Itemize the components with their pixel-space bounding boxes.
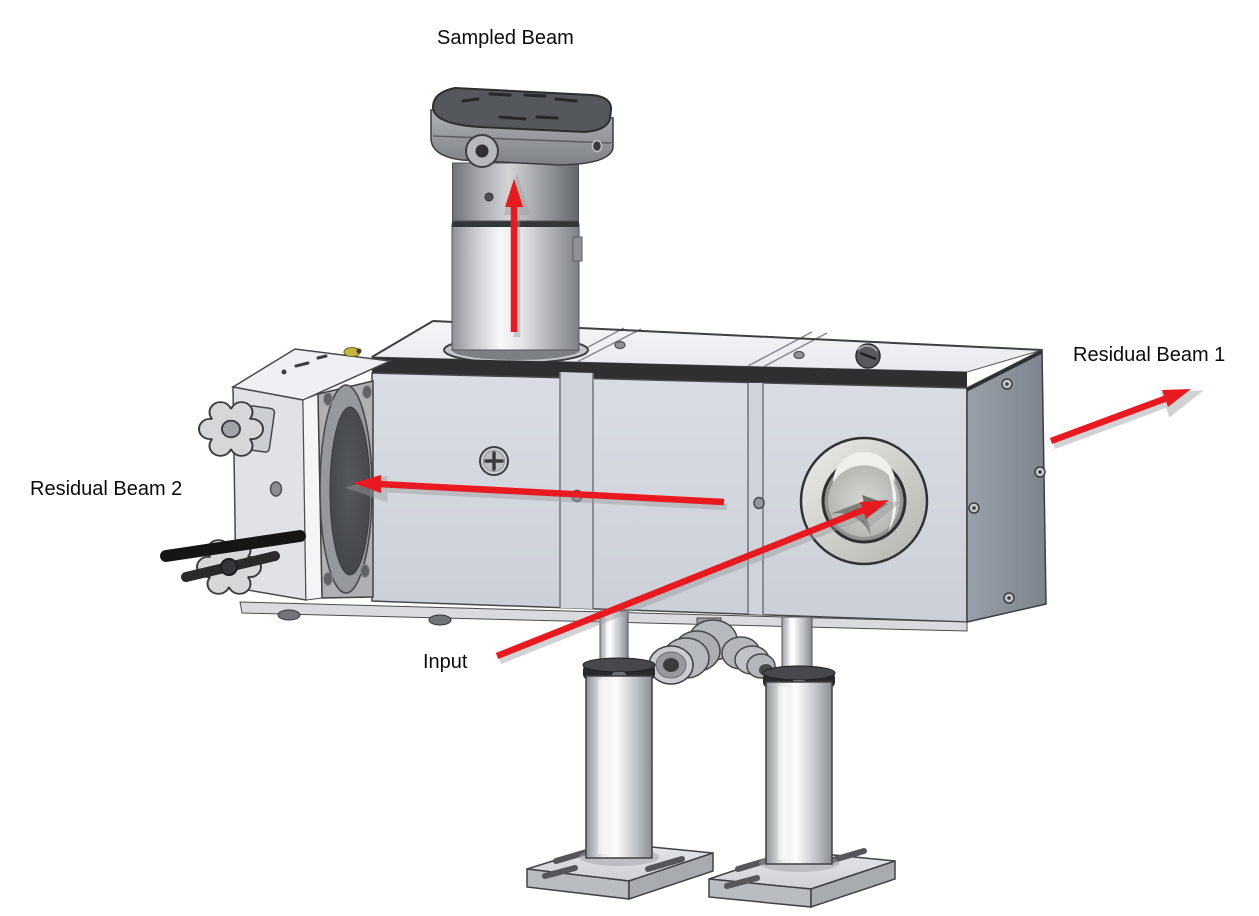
head-top-slots <box>461 92 578 121</box>
lever-handle <box>160 530 306 562</box>
residual-beam-1-label: Residual Beam 1 <box>1073 344 1226 366</box>
right-face-screws <box>968 378 1046 604</box>
residual-beam-2-arrow <box>353 475 725 506</box>
adjustment-knob-lower <box>160 530 306 595</box>
adjustment-knob-upper <box>198 401 276 457</box>
detector-head-assembly <box>430 86 614 351</box>
pneumatic-fitting <box>648 617 776 685</box>
exit-port-bore <box>329 406 371 576</box>
housing-top-hardware <box>614 340 881 369</box>
mounting-post-left <box>579 610 659 866</box>
head-boss <box>465 134 499 168</box>
post-holder <box>765 681 833 865</box>
lip-foot <box>277 609 301 621</box>
left-module-top-marks <box>294 354 328 368</box>
residual-beam-1-arrow <box>1049 389 1191 445</box>
input-aperture <box>799 436 929 566</box>
front-phillips-screw <box>479 446 509 476</box>
beam-arrows <box>353 179 1191 660</box>
left-module-top-dot <box>281 369 287 375</box>
tube-side-tab <box>572 236 583 262</box>
mounting-post-right <box>759 616 839 872</box>
post-holder <box>585 675 653 859</box>
yellow-plug <box>343 347 362 357</box>
left-exit-port-module <box>160 347 393 601</box>
head-side-hole <box>591 139 603 153</box>
sampled-beam-arrow <box>505 179 523 332</box>
right-face-top-edge <box>966 350 1043 392</box>
residual-beam-2-label: Residual Beam 2 <box>30 478 183 500</box>
input-label: Input <box>423 651 468 673</box>
head-rim-groove <box>432 135 612 144</box>
flange-corner-holes <box>323 385 372 586</box>
housing-right-face <box>966 348 1047 623</box>
sampled-beam-label: Sampled Beam <box>437 27 574 49</box>
knob-face-hole <box>269 481 283 497</box>
lip-foot <box>428 614 452 626</box>
input-beam-arrow <box>495 500 889 660</box>
lever-hub <box>220 558 238 576</box>
housing-front-top-band <box>372 357 967 388</box>
head-top-plate <box>431 86 613 134</box>
